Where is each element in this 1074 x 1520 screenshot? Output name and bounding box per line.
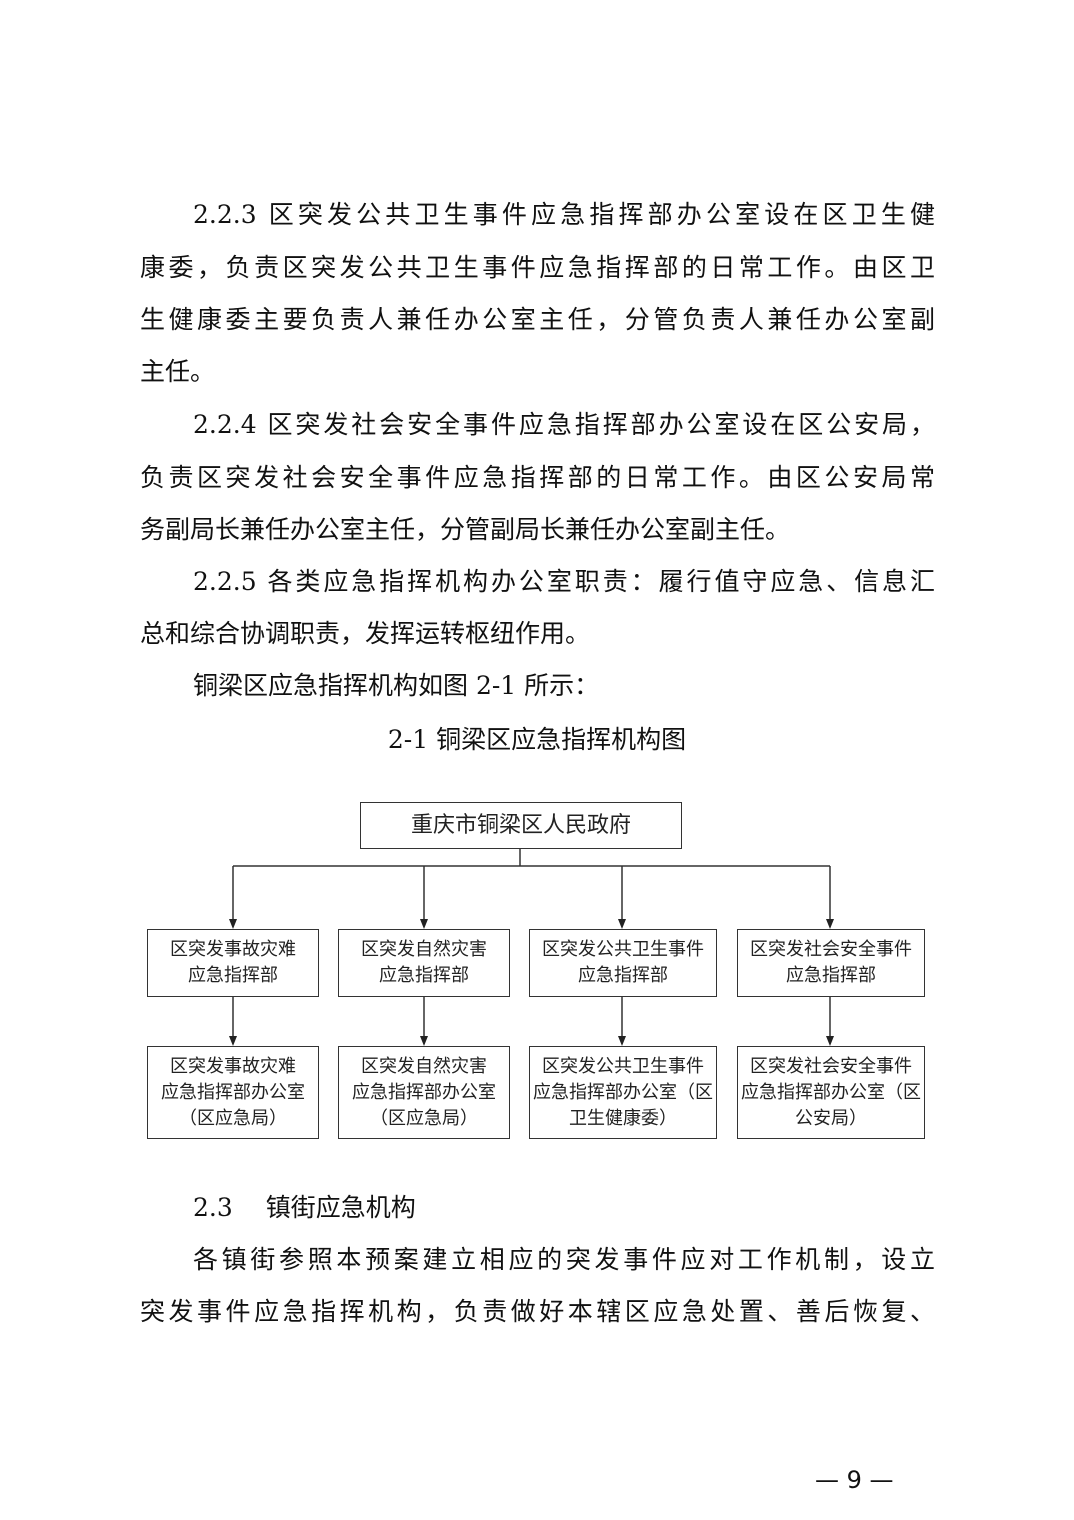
node-label: （区应急局） <box>179 1107 287 1129</box>
text-line: 各镇街参照本预案建立相应的突发事件应对工作机制，设立 <box>193 1245 935 1274</box>
arrowhead <box>229 1036 237 1046</box>
org-node-office: 区突发事故灾难应急指挥部办公室 （区应急局） <box>147 1046 319 1139</box>
org-node-command: 区突发公共卫生事件应急指挥部 <box>529 929 717 997</box>
node-label: 卫生健康委） <box>569 1107 677 1129</box>
figure-caption: 2-1 铜梁区应急指挥机构图 <box>387 725 687 754</box>
org-node-office: 区突发自然灾害应急指挥部办公室 （区应急局） <box>338 1046 510 1139</box>
node-label: 区突发社会安全事件 <box>750 1055 912 1077</box>
figure-intro: 铜梁区应急指挥机构如图 2-1 所示： <box>193 671 600 700</box>
node-label: 应急指挥部 <box>379 965 469 986</box>
arrowhead <box>826 919 834 929</box>
node-label: 应急指挥部办公室 <box>161 1081 305 1103</box>
arrowhead <box>420 919 428 929</box>
node-label: 区突发事故灾难 <box>170 1055 296 1077</box>
node-label: （区应急局） <box>370 1107 478 1129</box>
text-line: 生健康委主要负责人兼任办公室主任，分管负责人兼任办公室副 <box>140 305 935 334</box>
text-line: 总和综合协调职责，发挥运转枢纽作用。 <box>140 619 591 648</box>
text-line: 主任。 <box>140 357 216 386</box>
org-node-office: 区突发公共卫生事件应急指挥部办公室（区卫生健康委） <box>529 1046 717 1139</box>
section-heading: 2.3 镇街应急机构 <box>193 1193 416 1222</box>
node-label: 应急指挥部 <box>188 965 278 986</box>
node-label: 区突发事故灾难 <box>170 939 296 960</box>
node-label: 应急指挥部办公室（区 <box>533 1081 713 1103</box>
node-label: 应急指挥部 <box>578 965 668 986</box>
text-line: 2.2.4 区突发社会安全事件应急指挥部办公室设在区公安局， <box>193 410 935 439</box>
node-label: 应急指挥部办公室（区 <box>741 1081 921 1103</box>
arrowhead <box>618 1036 626 1046</box>
node-label: 区突发公共卫生事件 <box>542 1055 704 1077</box>
org-node-office: 区突发社会安全事件应急指挥部办公室（区公安局） <box>737 1046 925 1139</box>
node-label: 公安局） <box>795 1107 867 1129</box>
text-line: 2.2.5 各类应急指挥机构办公室职责：履行值守应急、信息汇 <box>193 567 935 596</box>
text-line: 康委，负责区突发公共卫生事件应急指挥部的日常工作。由区卫 <box>140 253 935 282</box>
arrowhead <box>826 1036 834 1046</box>
node-label: 重庆市铜梁区人民政府 <box>410 812 631 838</box>
node-label: 区突发社会安全事件 <box>750 939 912 960</box>
text-line: 务副局长兼任办公室主任，分管副局长兼任办公室副主任。 <box>140 515 791 544</box>
org-node-command: 区突发自然灾害应急指挥部 <box>338 929 510 997</box>
text-line: 突发事件应急指挥机构，负责做好本辖区应急处置、善后恢复、 <box>140 1297 935 1326</box>
arrowhead <box>618 919 626 929</box>
org-node-government: 重庆市铜梁区人民政府 <box>360 802 682 849</box>
org-node-command: 区突发事故灾难应急指挥部 <box>147 929 319 997</box>
page-number: — 9 — <box>815 1466 894 1494</box>
node-label: 应急指挥部 <box>786 965 876 986</box>
text-line: 负责区突发社会安全事件应急指挥部的日常工作。由区公安局常 <box>140 463 935 492</box>
node-label: 区突发自然灾害 <box>361 1055 487 1077</box>
arrowhead <box>420 1036 428 1046</box>
node-label: 区突发自然灾害 <box>361 939 487 960</box>
arrowhead <box>229 919 237 929</box>
node-label: 区突发公共卫生事件 <box>542 939 704 960</box>
node-label: 应急指挥部办公室 <box>352 1081 496 1103</box>
text-line: 2.2.3 区突发公共卫生事件应急指挥部办公室设在区卫生健 <box>193 200 935 229</box>
org-node-command: 区突发社会安全事件应急指挥部 <box>737 929 925 997</box>
